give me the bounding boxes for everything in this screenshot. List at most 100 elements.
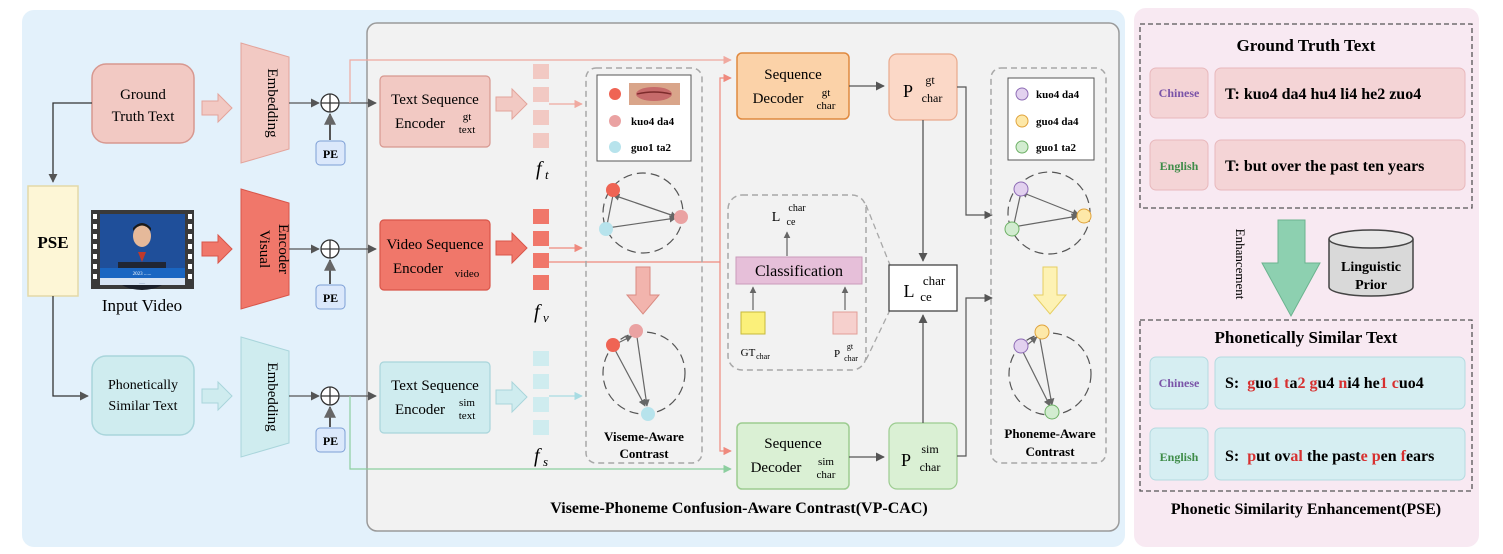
ground-truth-title: Ground Truth Text [1237, 36, 1376, 55]
sim_chinese_segments-segment: t [1284, 375, 1290, 392]
embedding-bottom [240, 336, 290, 458]
embedding-top [240, 42, 290, 164]
gt-english-box [1214, 139, 1466, 191]
legend-red-dot [609, 88, 621, 100]
sim_chinese_segments-segment: S: [1225, 375, 1247, 392]
film-strip-holes [93, 214, 192, 279]
phoneme-top-arrow-3 [1013, 191, 1022, 225]
sim-chinese-label-box [1149, 356, 1209, 410]
phoneme-title-1: Phoneme-Aware [1004, 426, 1095, 441]
pe-box-middle: PE [315, 284, 346, 310]
viseme-top-red-node [606, 183, 620, 197]
decoder-gt-sup: gt [822, 87, 831, 99]
sim_english_segments-segment: en [1381, 448, 1401, 465]
viseme-top-arrow-1 [612, 193, 678, 219]
decoder-sim-sup: sim [818, 456, 834, 468]
chinese-label: Chinese [1159, 86, 1200, 100]
legend-cyan-dot [609, 141, 621, 153]
p-sim-box [888, 422, 958, 490]
ground-truth-text-label-2: Truth Text [112, 109, 176, 125]
enhancement-label: Enhancement [1233, 229, 1248, 300]
lips-image [629, 83, 680, 105]
p-sim-sub: char [920, 460, 941, 474]
lce-sup: char [923, 273, 946, 288]
sim-english-box [1214, 427, 1466, 481]
phoneme-legend-guo1-ta2: guo1 ta2 [1036, 142, 1077, 154]
sim_chinese_segments-segment: g [1247, 375, 1255, 392]
pse-label: PSE [37, 233, 68, 252]
pse-box [27, 185, 79, 297]
feature-column-t [533, 64, 549, 148]
chinese-label-box [1149, 67, 1209, 119]
phoneme-top-purple-node [1013, 181, 1029, 197]
gt-char-label-sub: char [756, 352, 770, 361]
lce-small-base: L [772, 210, 781, 225]
p-gt-char-label-base: P [834, 348, 840, 360]
legend-guo1-ta2: guo1 ta2 [631, 142, 672, 154]
p-sim-to-phoneme [957, 293, 993, 457]
pe-box-bottom: PE [315, 427, 346, 453]
p-gt-sub: char [922, 91, 943, 105]
decoder-sim-label-2: Decoder [751, 460, 802, 476]
gt-to-decoder-gt [349, 55, 732, 103]
linguistic-prior-label-1: Linguistic [1341, 260, 1401, 275]
svg-text:s: s [543, 454, 548, 469]
video-encoder-sub: video [455, 268, 480, 280]
similar-text-section [1139, 319, 1473, 492]
p-sim-sup: sim [921, 442, 939, 456]
svg-text:f: f [534, 301, 542, 323]
sim_chinese_segments-segment: n [1338, 375, 1347, 392]
gt-chinese-text: T: kuo4 da4 hu4 li4 he2 zuo4 [1225, 86, 1421, 103]
oplus-middle [320, 239, 340, 259]
phoneme-bottom-green-node [1044, 404, 1060, 420]
sim_chinese_segments-segment: 1 [1380, 375, 1388, 392]
lce-small-sub: ce [787, 217, 796, 228]
sim_chinese_segments-segment: uo [1255, 375, 1272, 392]
decoder-gt-label-1: Sequence [764, 67, 822, 83]
sim_chinese_segments-segment: c [1392, 375, 1399, 392]
sim_english_segments-segment: al [1290, 448, 1303, 465]
sim-fat-arrow [201, 380, 233, 412]
sim-english-label: English [1160, 450, 1199, 464]
sim_chinese_segments-segment: a [1289, 375, 1297, 392]
p-gt-to-phoneme [957, 86, 993, 220]
video-to-decoder-sim [719, 262, 732, 456]
svg-text:t: t [545, 167, 549, 182]
embedding-top-label: Embedding [264, 68, 280, 138]
phoneme-legend-purple [1015, 87, 1029, 101]
svg-text:......: ...... [139, 280, 146, 285]
sim-chinese-label: Chinese [1159, 376, 1200, 390]
phoneme-legend-guo4-da4: guo4 da4 [1036, 116, 1079, 128]
visual-encoder-label-2: Encoder [275, 224, 291, 274]
decoder-sim-label-1: Sequence [764, 436, 822, 452]
visual-encoder [240, 188, 290, 310]
video-to-decoders [549, 73, 732, 263]
p-gt-box [888, 53, 958, 121]
feature-label-s: f s [534, 445, 548, 469]
sim_chinese_segments-segment: i4 he [1347, 375, 1379, 392]
phonetically-similar-text-box [91, 355, 195, 436]
enc-video-fat-arrow [495, 231, 528, 265]
text-encoder-sim-sup: sim [459, 397, 475, 409]
pe-box-top: PE [315, 140, 346, 166]
phoneme-bottom-arrow-1 [1026, 336, 1038, 346]
ground-truth-text-box [91, 63, 195, 144]
gt-to-pse-arrow [48, 102, 92, 183]
lce-small-sup: char [788, 203, 806, 214]
svg-text:PE: PE [323, 147, 338, 161]
video-sequence-encoder [379, 219, 491, 291]
svg-text:f: f [534, 445, 542, 467]
sim_english_segments-segment: S: [1225, 448, 1247, 465]
feature-column-v [533, 209, 549, 290]
viseme-bottom-red-node [606, 338, 620, 352]
viseme-bottom-pink-node [629, 324, 643, 338]
gt-chinese-box [1214, 67, 1466, 119]
video-encoder-label-2: Encoder [393, 261, 443, 277]
input-video-label: Input Video [102, 296, 182, 315]
phoneme-legend-green [1015, 140, 1029, 154]
gt-english-text: T: but over the past ten years [1225, 158, 1424, 175]
phoneme-top-arrow-1 [1020, 191, 1080, 216]
sim_english_segments-segment: ut ov [1256, 448, 1290, 465]
enc-gt-fat-arrow [495, 87, 528, 121]
